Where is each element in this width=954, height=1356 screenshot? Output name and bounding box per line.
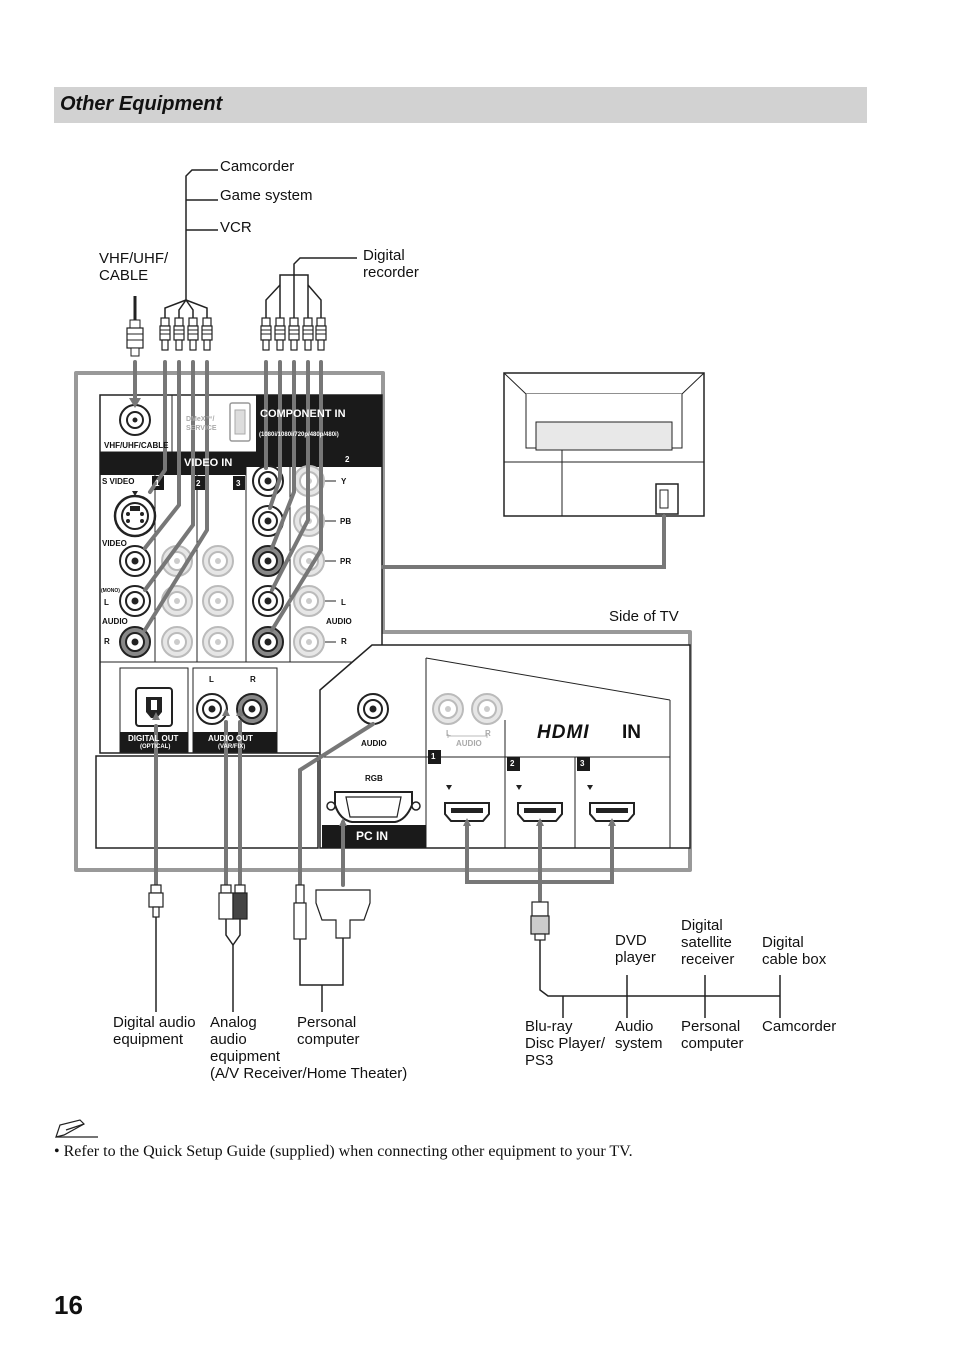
label-game-system: Game system bbox=[220, 187, 313, 204]
label-digital-recorder: Digital recorder bbox=[363, 247, 419, 281]
note-pencil-icon bbox=[55, 1119, 98, 1138]
panel-optical: (OPTICAL) bbox=[140, 744, 171, 750]
label-analog-audio: Analog audio equipment (A/V Receiver/Hom… bbox=[210, 1014, 408, 1082]
label-vcr: VCR bbox=[220, 219, 252, 236]
panel-r: R bbox=[104, 637, 110, 646]
panel-component-in: COMPONENT IN bbox=[260, 408, 346, 420]
label-digital-satellite: Digital satellite receiver bbox=[681, 917, 735, 968]
section-title-bar: Other Equipment bbox=[54, 87, 867, 123]
label-digital-cable-box: Digital cable box bbox=[762, 934, 827, 968]
label-audio-system: Audio system bbox=[615, 1018, 663, 1052]
panel-audio: AUDIO bbox=[102, 617, 128, 626]
side-hdmi-audio: AUDIO bbox=[456, 739, 482, 748]
panel-n1: 1 bbox=[155, 479, 160, 488]
vhf-connector bbox=[119, 404, 151, 436]
label-vhf: VHF/UHF/ CABLE bbox=[99, 250, 169, 284]
panel-mono: (MONO) bbox=[101, 588, 120, 594]
vga-port bbox=[326, 791, 421, 823]
label-digital-audio: Digital audio equipment bbox=[113, 1014, 196, 1048]
panel-pr: PR bbox=[340, 557, 352, 566]
panel-component-res: (1080i/1080i/720p/480p/480i) bbox=[259, 432, 339, 438]
panel-n2: 2 bbox=[196, 479, 201, 488]
label-bluray: Blu-ray Disc Player/ PS3 bbox=[525, 1018, 606, 1069]
label-personal-computer-pc: Personal computer bbox=[297, 1014, 360, 1048]
panel-cr: R bbox=[341, 637, 347, 646]
hdmi-in-label: IN bbox=[622, 722, 641, 743]
panel-s-video: S VIDEO bbox=[102, 477, 135, 486]
panel-ao-r: R bbox=[250, 675, 256, 684]
side-audio: AUDIO bbox=[361, 739, 387, 748]
hdmi-logo: HDMI bbox=[537, 722, 590, 743]
panel-l: L bbox=[104, 598, 109, 607]
panel-dmex: DMeX™/ SERVICE bbox=[186, 416, 217, 432]
side-h1: 1 bbox=[431, 752, 436, 761]
panel-var-fix: (VAR/FIX) bbox=[218, 744, 246, 750]
label-camcorder: Camcorder bbox=[220, 158, 295, 175]
panel-n3: 3 bbox=[236, 479, 241, 488]
section-title: Other Equipment bbox=[60, 93, 223, 115]
panel-ao-l: L bbox=[209, 675, 214, 684]
label-camcorder-hdmi: Camcorder bbox=[762, 1018, 837, 1035]
side-hdmi-l: L bbox=[446, 729, 451, 738]
panel-video-in: VIDEO IN bbox=[184, 457, 233, 469]
side-pc-in: PC IN bbox=[356, 829, 389, 843]
tv-rear-illustration bbox=[503, 372, 705, 517]
note-text: • Refer to the Quick Setup Guide (suppli… bbox=[54, 1143, 633, 1160]
side-h3: 3 bbox=[580, 759, 585, 768]
s-video-port bbox=[113, 491, 157, 538]
side-h2: 2 bbox=[510, 759, 515, 768]
panel-vhf-port: VHF/UHF/CABLE bbox=[104, 441, 169, 450]
panel-audio-out: AUDIO OUT bbox=[208, 734, 253, 743]
panel-caudio: AUDIO bbox=[326, 617, 352, 626]
side-rgb: RGB bbox=[365, 774, 383, 783]
optical-port bbox=[135, 687, 173, 727]
panel-digital-out: DIGITAL OUT bbox=[128, 734, 179, 743]
page-number: 16 bbox=[54, 1290, 83, 1320]
label-dvd-player: DVD player bbox=[615, 932, 656, 966]
label-personal-computer-hdmi: Personal computer bbox=[681, 1018, 744, 1052]
panel-cl: L bbox=[341, 598, 346, 607]
panel-y: Y bbox=[341, 477, 347, 486]
label-side-of-tv: Side of TV bbox=[609, 608, 679, 625]
side-hdmi-r: R bbox=[485, 729, 491, 738]
panel-n2b: 2 bbox=[345, 455, 350, 464]
panel-video: VIDEO bbox=[102, 539, 127, 548]
panel-pb: PB bbox=[340, 517, 352, 526]
